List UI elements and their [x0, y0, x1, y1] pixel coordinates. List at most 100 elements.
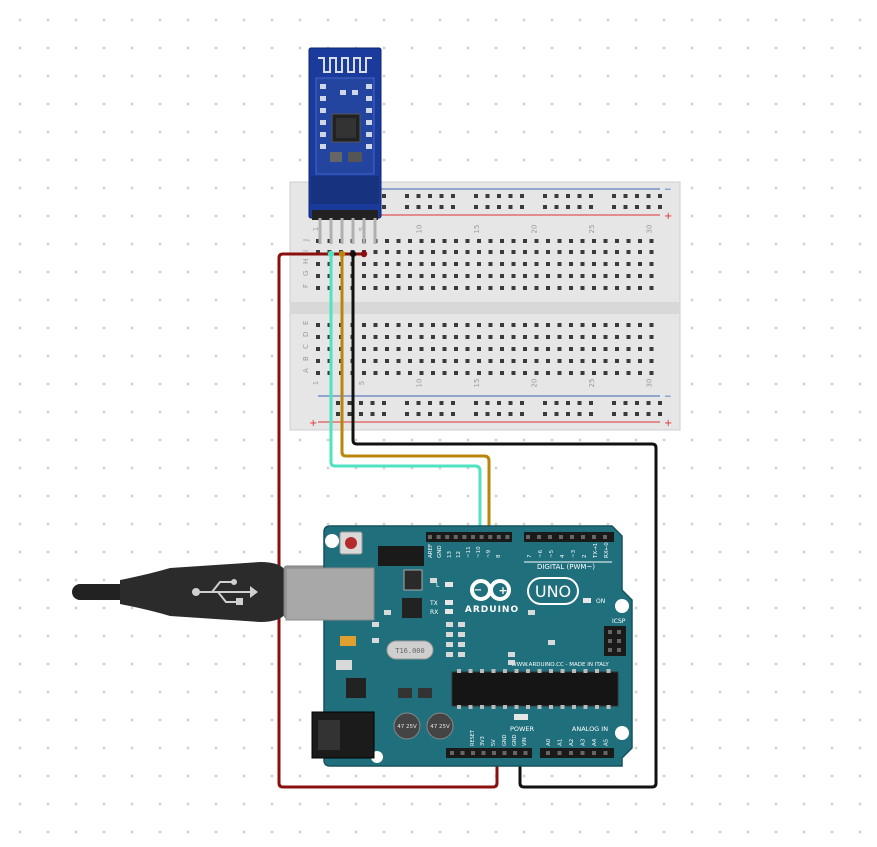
rail-hole	[577, 194, 582, 198]
wire-black-gnd[interactable]	[351, 252, 658, 789]
analog-section-label: ANALOG IN	[572, 725, 608, 733]
atmega328-legs	[457, 669, 611, 709]
rail-hole	[382, 401, 386, 405]
breadboard-hole	[419, 286, 424, 290]
analog-header-hole	[557, 751, 562, 755]
chip-leg	[514, 705, 519, 709]
rail-hole	[543, 401, 547, 405]
breadboard-hole	[534, 274, 539, 278]
rail-hole	[554, 401, 559, 405]
breadboard-column-number: 20	[531, 225, 539, 234]
module-smd-part	[366, 96, 372, 101]
module-smd-part	[320, 108, 326, 113]
digital-pin-label: ~5	[549, 549, 555, 558]
breadboard-column-number: 5	[358, 381, 366, 385]
breadboard-hole	[373, 274, 378, 278]
breadboard-row-letter: A	[302, 368, 310, 373]
digital-header-hole	[505, 535, 510, 539]
breadboard-hole	[488, 323, 493, 327]
rail-hole	[566, 194, 570, 198]
breadboard-hole	[580, 239, 585, 243]
wire-gold-pin10[interactable]	[340, 252, 491, 540]
icsp-header-16u2	[378, 546, 424, 566]
wire-red-vcc[interactable]	[277, 252, 499, 789]
rail-hole	[554, 412, 559, 416]
bluetooth-module[interactable]	[308, 47, 382, 244]
rail-hole	[566, 401, 570, 405]
breadboard-column-number: 5	[358, 227, 366, 231]
breadboard-hole	[465, 359, 470, 363]
polyfuse	[340, 636, 356, 646]
breadboard-hole	[592, 347, 596, 351]
breadboard-hole	[638, 347, 642, 351]
chip-leg	[583, 705, 588, 709]
chip-leg	[457, 705, 461, 709]
breadboard-hole	[465, 371, 470, 375]
breadboard-hole	[477, 359, 481, 363]
breadboard-hole	[465, 274, 470, 278]
breadboard-hole	[638, 239, 642, 243]
smd-component-3	[418, 688, 432, 698]
rail-hole	[428, 205, 432, 209]
breadboard-hole	[465, 335, 470, 339]
rail-hole	[382, 205, 386, 209]
rail-hole	[520, 401, 524, 405]
smd-part	[548, 640, 555, 645]
breadboard-hole	[569, 250, 573, 254]
breadboard-hole	[511, 323, 516, 327]
smd-part	[446, 632, 453, 637]
chip-leg	[491, 669, 496, 673]
l-led	[445, 582, 453, 587]
breadboard-hole	[408, 250, 412, 254]
breadboard-hole	[523, 371, 527, 375]
uno-text: UNO	[535, 582, 571, 601]
breadboard-hole	[316, 323, 320, 327]
breadboard-hole	[649, 239, 654, 243]
smd-part	[446, 622, 453, 627]
breadboard-hole	[569, 286, 573, 290]
breadboard-hole	[419, 274, 424, 278]
breadboard-hole	[638, 274, 642, 278]
breadboard-hole	[638, 371, 642, 375]
breadboard-hole	[454, 371, 458, 375]
rail-hole	[497, 205, 501, 209]
breadboard-hole	[500, 262, 504, 266]
icsp-pin	[608, 639, 612, 643]
rx-led	[445, 609, 453, 614]
breadboard-hole	[592, 323, 596, 327]
rail-hole	[635, 401, 639, 405]
breadboard-hole	[419, 359, 424, 363]
breadboard-hole	[431, 335, 435, 339]
breadboard-hole	[534, 359, 539, 363]
module-crystal	[330, 152, 342, 162]
wire-cyan-pin11[interactable]	[329, 252, 482, 540]
chip-leg	[606, 705, 611, 709]
smd-part	[430, 578, 437, 583]
chip-leg	[468, 705, 473, 709]
breadboard-hole	[373, 359, 378, 363]
breadboard-hole	[408, 335, 412, 339]
usb-interface-chip	[402, 598, 422, 618]
breadboard-hole	[603, 286, 608, 290]
digital-pin-label: 13	[447, 551, 453, 558]
digital-pin-label: AREF	[428, 544, 434, 558]
module-regulator	[348, 152, 362, 162]
breadboard-hole	[408, 286, 412, 290]
breadboard-hole	[488, 262, 493, 266]
breadboard-hole	[534, 286, 539, 290]
breadboard-hole	[649, 262, 654, 266]
breadboard-hole	[557, 359, 562, 363]
rail-hole	[566, 205, 570, 209]
breadboard-hole	[557, 335, 562, 339]
breadboard-column-number: 15	[473, 379, 481, 388]
breadboard-hole	[534, 239, 539, 243]
rail-hole	[623, 194, 628, 198]
digital-pin-label: 7	[527, 554, 533, 558]
breadboard-hole	[534, 371, 539, 375]
reset-button-cap[interactable]	[345, 537, 357, 549]
rail-hole	[623, 401, 628, 405]
breadboard-hole	[442, 286, 447, 290]
breadboard-hole	[408, 239, 412, 243]
breadboard-hole	[396, 262, 401, 266]
